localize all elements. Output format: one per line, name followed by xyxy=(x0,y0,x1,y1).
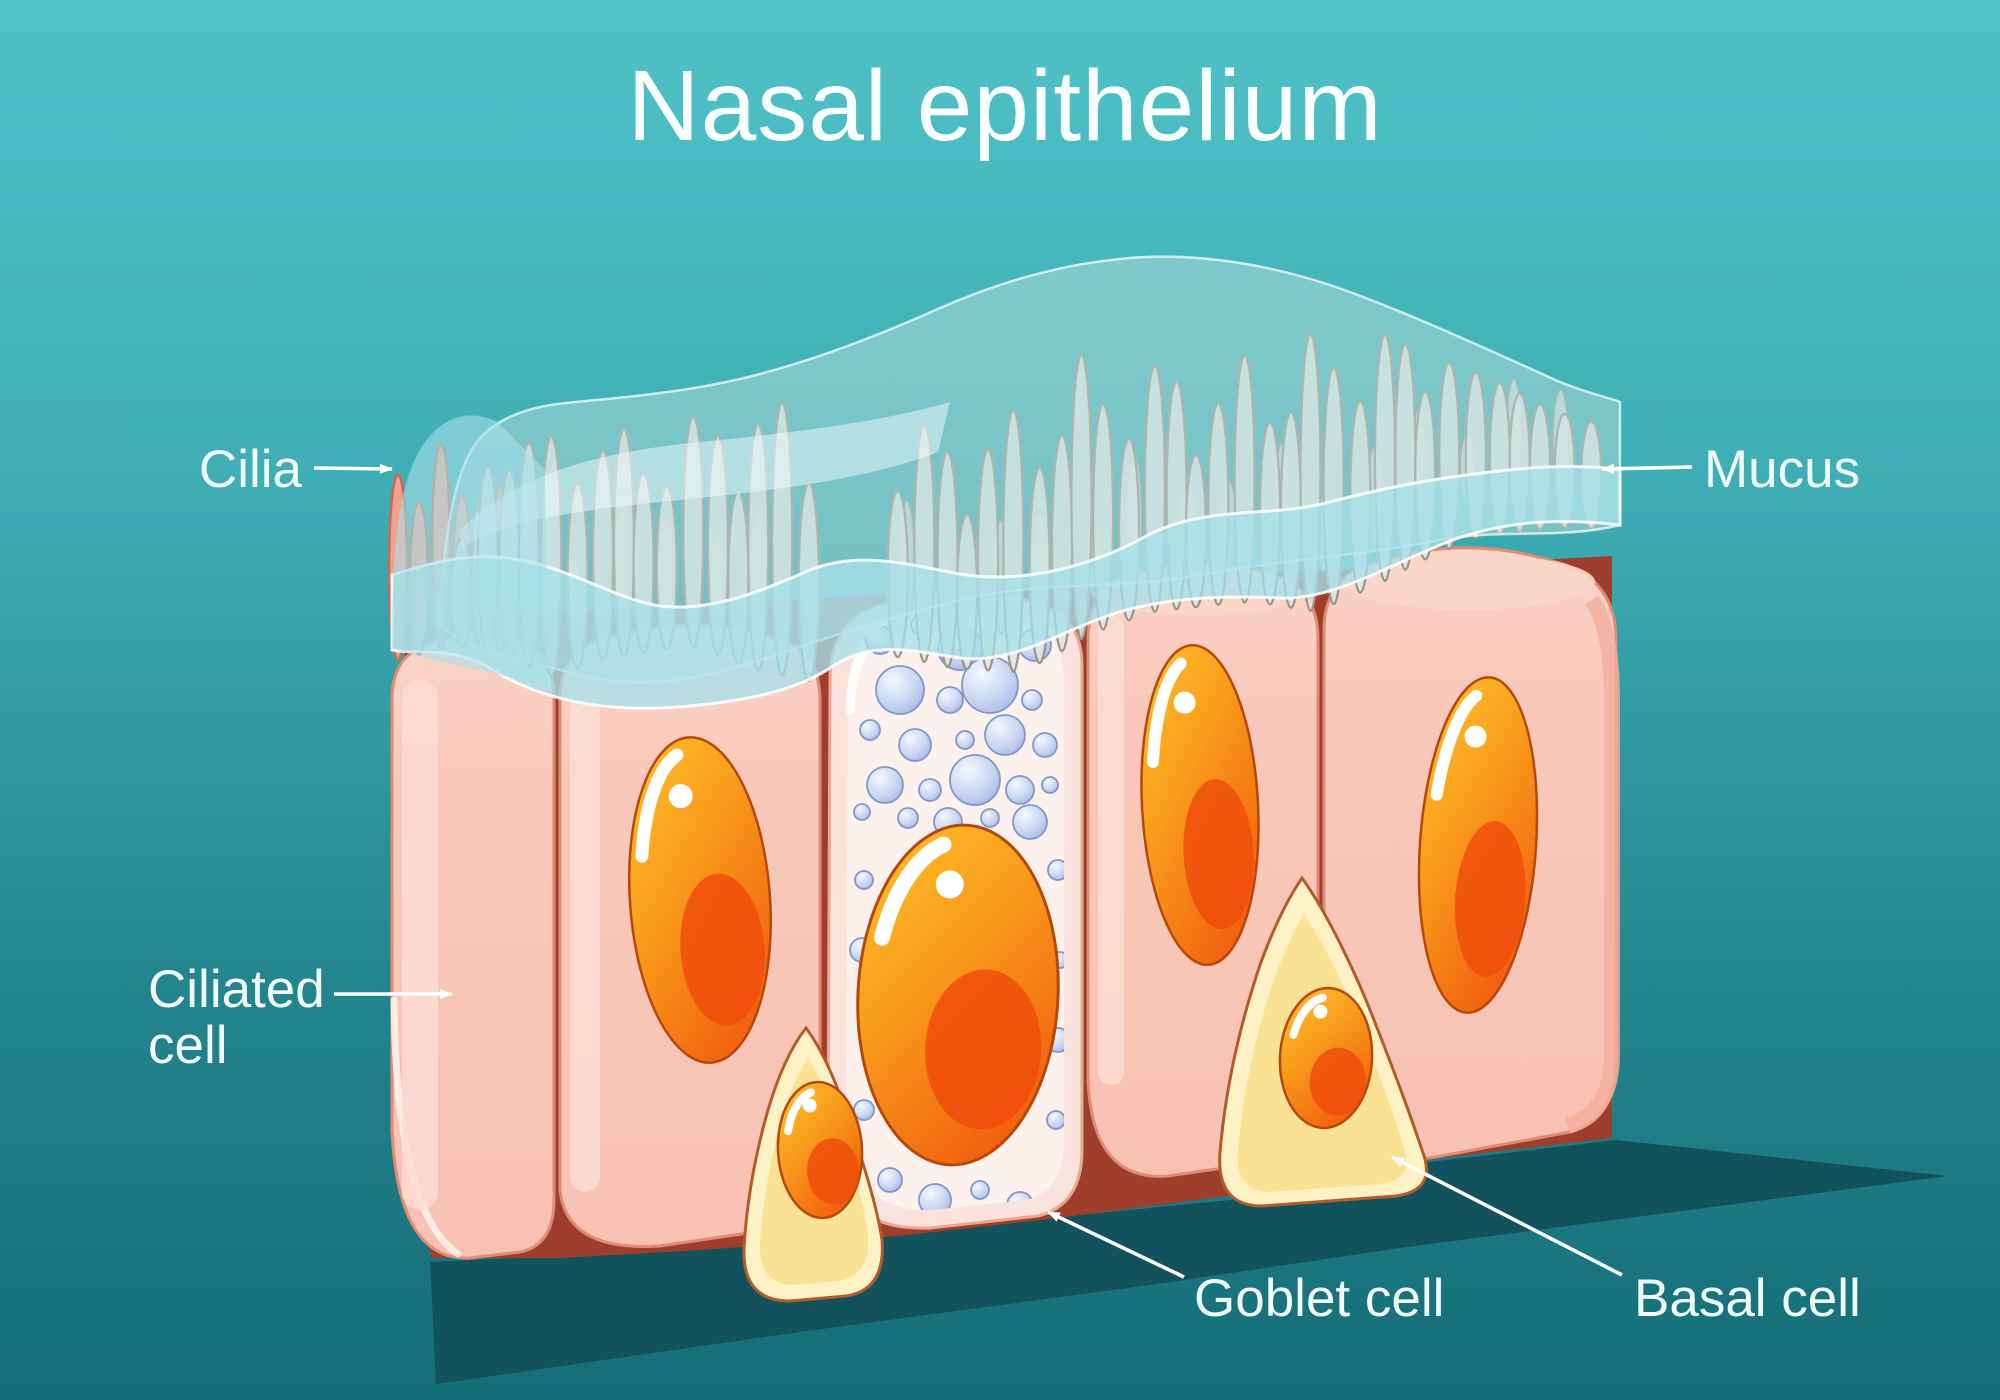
page-title: Nasal epithelium xyxy=(627,50,1382,162)
ciliated-cell-label-line1: Ciliated xyxy=(148,960,325,1019)
cell-nucleus xyxy=(776,1080,864,1220)
goblet-cell-label: Goblet cell xyxy=(1194,1269,1444,1328)
mucus-liquid-band xyxy=(390,465,1622,710)
cell-nucleus xyxy=(1417,676,1539,1014)
mucus-arrow xyxy=(1601,463,1693,474)
cell-nucleus xyxy=(856,823,1060,1167)
basal-cell-2 xyxy=(1218,875,1428,1208)
cilia-arrow xyxy=(313,463,393,474)
annotations: Nasal epithelium Cilia Mucus Ciliated ce… xyxy=(148,50,1861,1328)
cell-highlight xyxy=(570,672,600,1192)
mucus-label: Mucus xyxy=(1704,440,1860,499)
goblet-cell xyxy=(826,589,1084,1230)
cilia-label: Cilia xyxy=(199,440,303,499)
basal-cell-1 xyxy=(742,1025,884,1303)
basal-cell-label: Basal cell xyxy=(1634,1269,1861,1328)
block-shadow xyxy=(430,1140,1948,1384)
cell-nucleus xyxy=(628,736,772,1064)
cell-highlight xyxy=(1098,615,1124,1085)
ciliated-cell-label-line2: cell xyxy=(148,1016,228,1075)
mucus-left-pool xyxy=(392,415,548,688)
ciliated-cell-4 xyxy=(1322,546,1620,1160)
cell-nucleus xyxy=(1278,986,1374,1130)
goblet-cell-arrow xyxy=(1047,1210,1185,1279)
cell-highlight xyxy=(402,680,438,1210)
mucus-sheen xyxy=(460,402,950,548)
cell-side-shade xyxy=(1565,595,1620,1134)
ciliated-cell-1 xyxy=(390,631,556,1260)
basal-cell-arrow xyxy=(1391,1155,1623,1277)
epithelium-block xyxy=(390,546,1620,1303)
cell-nucleus xyxy=(1140,643,1260,967)
